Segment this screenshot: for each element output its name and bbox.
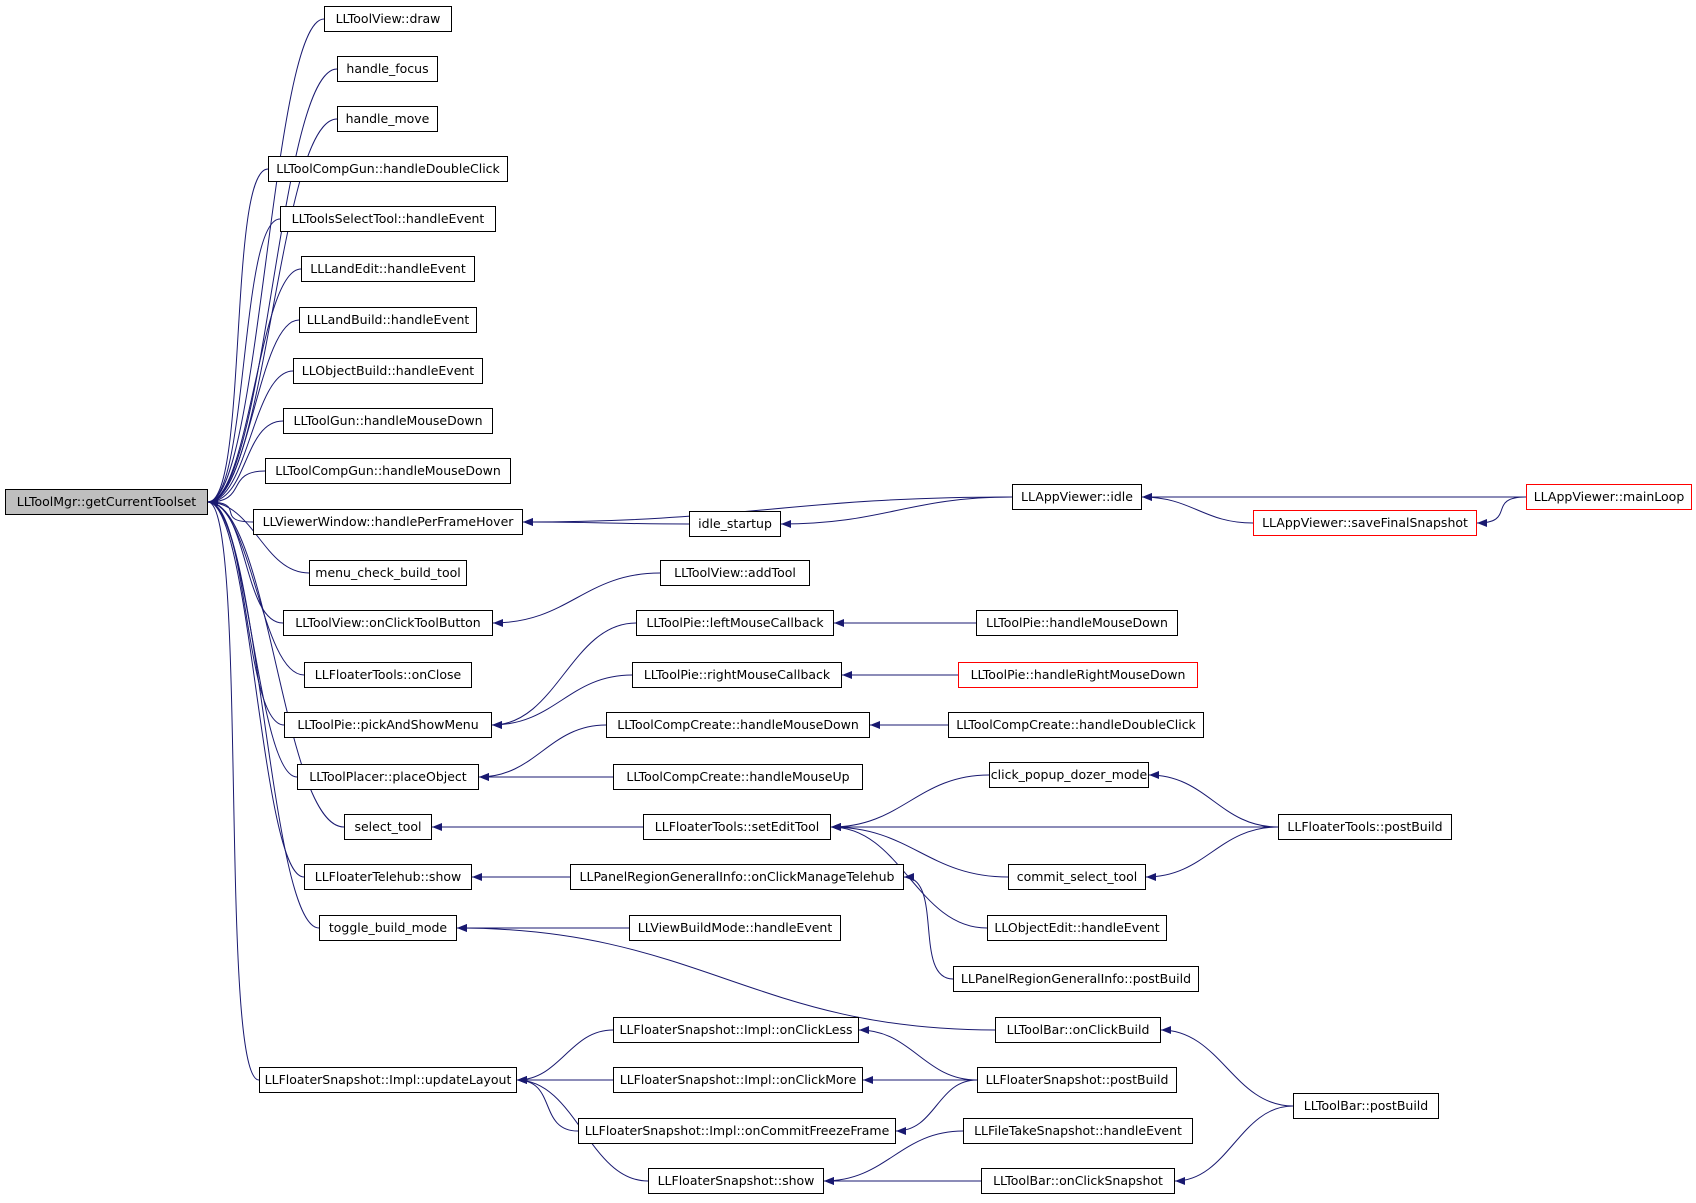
edge-tst_he-to-root — [207, 218, 281, 506]
node-fs-ocl[interactable]: LLFloaterSnapshot::Impl::onClickLess — [613, 1017, 859, 1043]
edge-tg_md-to-root — [207, 420, 284, 506]
node-prgi-pb[interactable]: LLPanelRegionGeneralInfo::postBuild — [953, 966, 1199, 992]
node-lb-he[interactable]: LLLandBuild::handleEvent — [299, 307, 477, 333]
edge-tb_pb-to-tb_ocs — [1174, 1105, 1294, 1185]
node-ob-he[interactable]: LLObjectBuild::handleEvent — [293, 358, 483, 384]
node-root[interactable]: LLToolMgr::getCurrentToolset — [5, 489, 208, 515]
node-fs-ocff[interactable]: LLFloaterSnapshot::Impl::onCommitFreezeF… — [578, 1118, 896, 1144]
edge-prgi_pb-to-prgi_ocmt — [903, 873, 954, 980]
node-oe-he[interactable]: LLObjectEdit::handleEvent — [987, 915, 1167, 941]
node-tp-hrmd[interactable]: LLToolPie::handleRightMouseDown — [958, 662, 1198, 688]
node-fs-ul[interactable]: LLFloaterSnapshot::Impl::updateLayout — [259, 1067, 517, 1093]
node-tb-ocs[interactable]: LLToolBar::onClickSnapshot — [981, 1168, 1175, 1194]
node-cst[interactable]: commit_select_tool — [1008, 864, 1146, 890]
edge-fs_pb-to-fs_ocff — [895, 1079, 978, 1135]
edge-av_ml-to-av_sfs — [1476, 496, 1527, 527]
edge-tb_pb-to-tb_ocb — [1160, 1026, 1294, 1107]
node-tcc-dbl[interactable]: LLToolCompCreate::handleDoubleClick — [948, 712, 1204, 738]
node-le-he[interactable]: LLLandEdit::handleEvent — [301, 256, 475, 282]
edge-tv_draw-to-root — [207, 18, 325, 506]
edge-ft_close-to-root — [207, 498, 305, 676]
node-vbm-he[interactable]: LLViewBuildMode::handleEvent — [629, 915, 841, 941]
node-fts-he[interactable]: LLFileTakeSnapshot::handleEvent — [963, 1118, 1193, 1144]
edge-tp_rmc-to-tp_pasm — [491, 674, 633, 729]
edge-tcc_md-to-tpl_po — [478, 724, 607, 781]
node-mcbt[interactable]: menu_check_build_tool — [309, 560, 467, 586]
node-tv-draw[interactable]: LLToolView::draw — [324, 6, 452, 32]
edge-h_focus-to-root — [207, 68, 338, 506]
node-tv-octb[interactable]: LLToolView::onClickToolButton — [283, 610, 493, 636]
node-sel-tool[interactable]: select_tool — [344, 814, 432, 840]
edge-fth_show-to-root — [207, 498, 305, 878]
edge-cpdm-to-ft_set — [830, 774, 990, 831]
node-ft-close[interactable]: LLFloaterTools::onClose — [304, 662, 472, 688]
edge-tp_lmc-to-tp_pasm — [491, 622, 637, 729]
node-fth-show[interactable]: LLFloaterTelehub::show — [304, 864, 472, 890]
node-av-sfs[interactable]: LLAppViewer::saveFinalSnapshot — [1253, 510, 1477, 536]
node-tcc-mu[interactable]: LLToolCompCreate::handleMouseUp — [613, 764, 863, 790]
node-ft-pb[interactable]: LLFloaterTools::postBuild — [1278, 814, 1452, 840]
edge-fs_ocff-to-fs_ul — [516, 1076, 579, 1132]
edge-fs_pb-to-fs_ocl — [858, 1026, 978, 1081]
node-tp-pasm[interactable]: LLToolPie::pickAndShowMenu — [284, 712, 492, 738]
node-fs-pb[interactable]: LLFloaterSnapshot::postBuild — [977, 1067, 1177, 1093]
edge-vw_hpfh-to-root — [207, 498, 254, 523]
edge-le_he-to-root — [207, 268, 302, 506]
node-tv-add[interactable]: LLToolView::addTool — [660, 560, 810, 586]
node-tb-ocb[interactable]: LLToolBar::onClickBuild — [995, 1017, 1161, 1043]
node-prgi-ocmt[interactable]: LLPanelRegionGeneralInfo::onClickManageT… — [570, 864, 904, 890]
node-tp-rmc[interactable]: LLToolPie::rightMouseCallback — [632, 662, 842, 688]
edge-sel_tool-to-root — [207, 498, 345, 828]
node-tbm[interactable]: toggle_build_mode — [319, 915, 457, 941]
edge-tp_pasm-to-root — [207, 498, 285, 726]
edge-av_idle-to-idle_st — [780, 496, 1013, 528]
edge-fts_he-to-fs_show — [823, 1130, 964, 1185]
edge-tv_add-to-tv_octb — [492, 572, 661, 627]
node-tcg-dbl[interactable]: LLToolCompGun::handleDoubleClick — [268, 156, 508, 182]
node-tg-md[interactable]: LLToolGun::handleMouseDown — [283, 408, 493, 434]
node-tp-lmc[interactable]: LLToolPie::leftMouseCallback — [636, 610, 834, 636]
node-tp-hmd[interactable]: LLToolPie::handleMouseDown — [976, 610, 1178, 636]
node-h-move[interactable]: handle_move — [337, 106, 438, 132]
edge-lb_he-to-root — [207, 319, 300, 506]
edge-av_idle-to-vw_hpfh — [522, 496, 1013, 526]
node-av-ml[interactable]: LLAppViewer::mainLoop — [1526, 484, 1692, 510]
node-av-idle[interactable]: LLAppViewer::idle — [1012, 484, 1142, 510]
node-fs-ocm[interactable]: LLFloaterSnapshot::Impl::onClickMore — [613, 1067, 863, 1093]
edge-ob_he-to-root — [207, 370, 294, 506]
edge-av_sfs-to-av_idle — [1141, 493, 1254, 524]
node-ft-set[interactable]: LLFloaterTools::setEditTool — [643, 814, 831, 840]
edge-fs_ocl-to-fs_ul — [516, 1029, 614, 1084]
edge-tcg_md-to-root — [207, 470, 266, 506]
edge-tbm-to-root — [207, 498, 320, 929]
node-vw-hpfh[interactable]: LLViewerWindow::handlePerFrameHover — [253, 509, 523, 535]
edge-mcbt-to-root — [207, 498, 310, 574]
node-tb-pb[interactable]: LLToolBar::postBuild — [1293, 1093, 1439, 1119]
edge-fs_ul-to-root — [207, 498, 260, 1081]
edge-ft_pb-to-cst — [1145, 826, 1279, 881]
node-h-focus[interactable]: handle_focus — [337, 56, 438, 82]
node-idle-st[interactable]: idle_startup — [689, 511, 781, 537]
edge-tcg_dbl-to-root — [207, 168, 269, 506]
node-tst-he[interactable]: LLToolsSelectTool::handleEvent — [280, 206, 496, 232]
node-cpdm[interactable]: click_popup_dozer_mode — [989, 762, 1149, 788]
edge-tb_ocb-to-tbm — [456, 924, 996, 1031]
node-tcc-md[interactable]: LLToolCompCreate::handleMouseDown — [606, 712, 870, 738]
edge-cst-to-ft_set — [830, 823, 1009, 878]
node-tcg-md[interactable]: LLToolCompGun::handleMouseDown — [265, 458, 511, 484]
edge-ft_pb-to-cpdm — [1148, 771, 1279, 828]
node-fs-show[interactable]: LLFloaterSnapshot::show — [648, 1168, 824, 1194]
node-tpl-po[interactable]: LLToolPlacer::placeObject — [297, 764, 479, 790]
